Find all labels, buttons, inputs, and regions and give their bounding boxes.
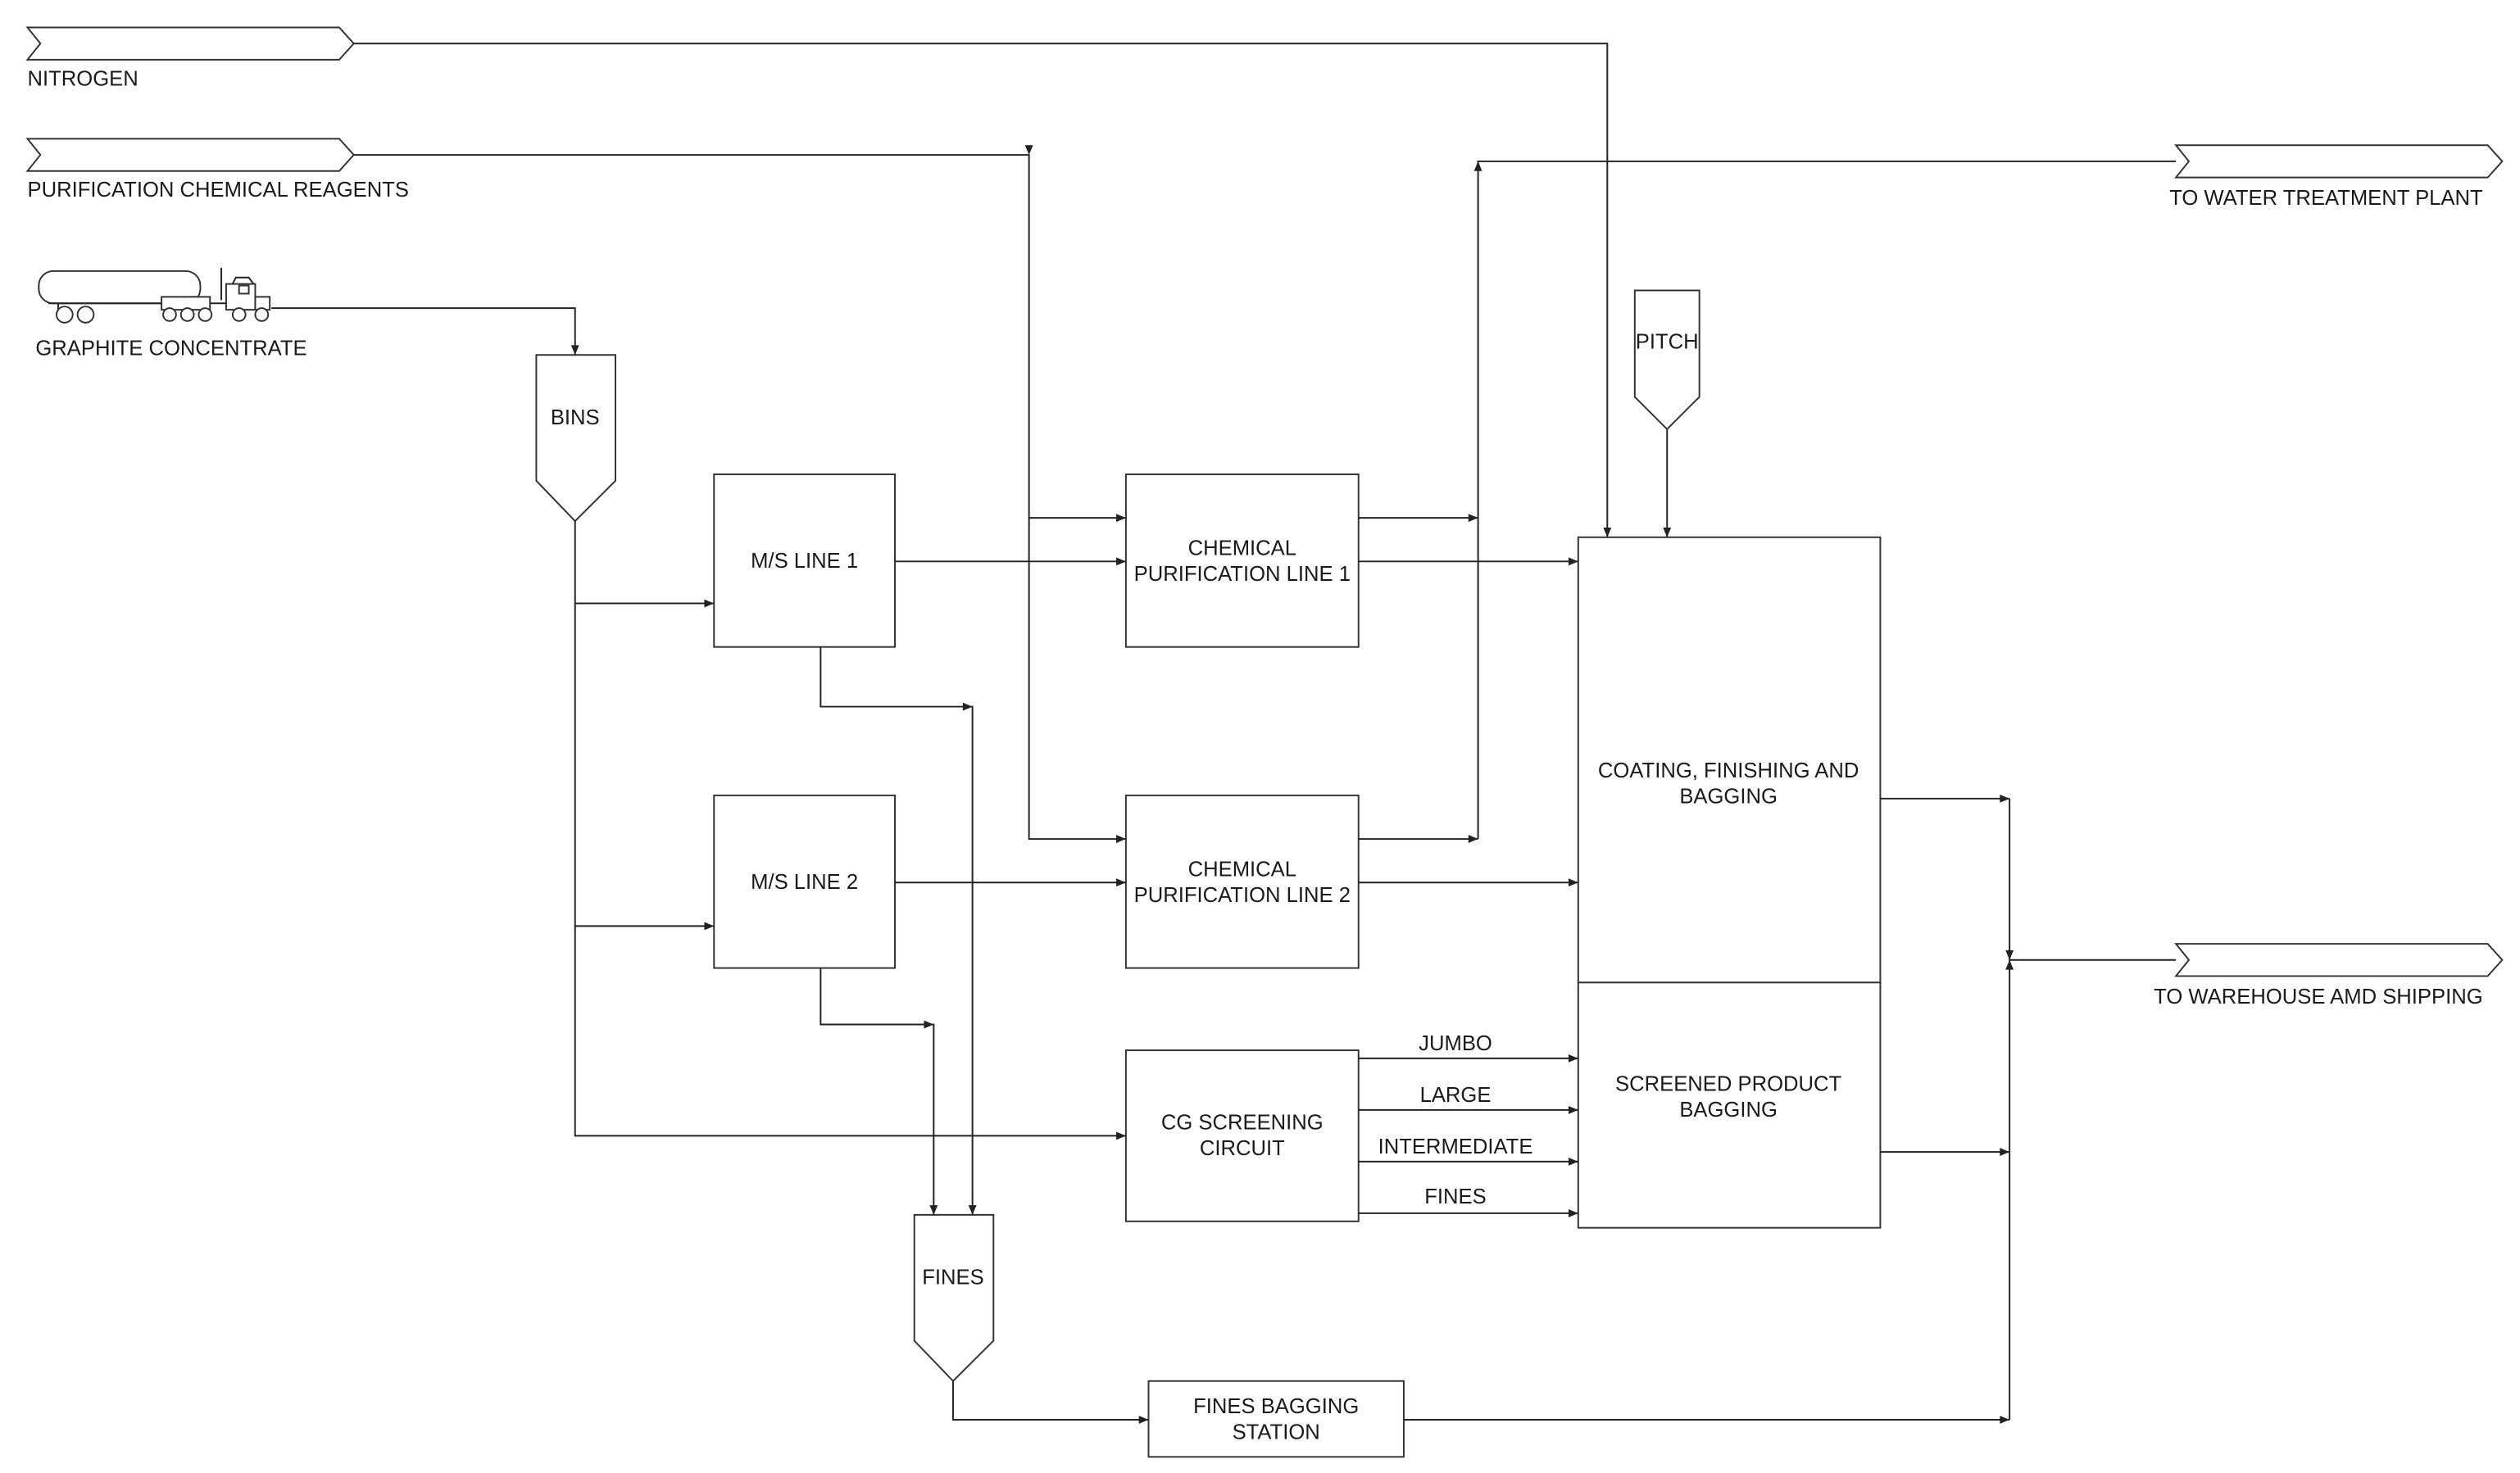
warehouse-label: TO WAREHOUSE AMD SHIPPING	[2154, 986, 2482, 1008]
cg-screening-box: CG SCREENING CIRCUIT	[1124, 1049, 1360, 1222]
ms1-fines-line	[820, 646, 974, 1215]
ms2-fines-line	[820, 968, 935, 1215]
coating-label-b: BAGGING	[1679, 786, 1778, 809]
flow-arrowheads	[570, 145, 2014, 1424]
flow-arrowhead-11	[962, 702, 973, 711]
chem-line-1-label-b: PURIFICATION LINE 1	[1134, 563, 1351, 586]
ms-line-1-label: M/S LINE 1	[751, 550, 858, 573]
stream-warehouse: TO WAREHOUSE AMD SHIPPING	[2154, 943, 2504, 1008]
flow-arrowhead-30	[2005, 950, 2014, 960]
fraction-label-large: LARGE	[1420, 1084, 1492, 1107]
cg-screening-label-b: CIRCUIT	[1200, 1137, 1285, 1160]
coating-label-a: COATING, FINISHING AND	[1598, 759, 1859, 782]
flow-arrowhead-20	[1663, 527, 1672, 537]
ms-line-2-label: M/S LINE 2	[751, 871, 858, 894]
fraction-label-jumbo: JUMBO	[1419, 1032, 1492, 1055]
pitch-label: PITCH	[1636, 330, 1699, 353]
flow-arrowhead-18	[1468, 835, 1478, 843]
fraction-label-intermediate: INTERMEDIATE	[1378, 1135, 1533, 1158]
graphite-label: GRAPHITE CONCENTRATE	[35, 337, 306, 360]
coating-box: COATING, FINISHING AND BAGGING	[1577, 536, 1882, 984]
chem-line-2-label-a: CHEMICAL	[1188, 858, 1296, 881]
chem-line-2-box: CHEMICAL PURIFICATION LINE 2	[1124, 794, 1360, 969]
flow-arrowhead-8	[1116, 557, 1126, 566]
flow-arrowhead-24	[1568, 1209, 1578, 1217]
warehouse-connector	[2174, 943, 2504, 977]
fines-bagging-label-a: FINES BAGGING	[1193, 1395, 1359, 1418]
screened-bagging-label-b: BAGGING	[1679, 1099, 1778, 1122]
ms-line-1-box: M/S LINE 1	[713, 473, 897, 648]
nitrogen-connector	[25, 26, 356, 61]
stream-reagents: PURIFICATION CHEMICAL REAGENTS	[25, 138, 410, 202]
flow-arrowhead-10	[1116, 1131, 1126, 1140]
fines-bagging-box: FINES BAGGING STATION	[1147, 1380, 1405, 1458]
nitrogen-label: NITROGEN	[28, 67, 138, 90]
flow-arrowhead-5	[1116, 835, 1126, 843]
fines-hopper-outlet-line	[951, 1380, 1149, 1421]
flow-arrowhead-6	[704, 599, 715, 608]
flow-arrowhead-26	[2000, 1416, 2010, 1424]
screened-bagging-label-a: SCREENED PRODUCT	[1615, 1072, 1842, 1095]
chem-line-1-label-a: CHEMICAL	[1188, 537, 1296, 560]
flow-arrowhead-25	[1138, 1416, 1149, 1424]
flow-arrowhead-22	[1568, 1105, 1578, 1114]
fines-bagging-label-b: STATION	[1233, 1421, 1320, 1444]
water-treatment-connector	[2174, 144, 2504, 179]
flow-arrowhead-14	[929, 1205, 938, 1215]
fraction-label-fines: FINES	[1424, 1185, 1486, 1208]
flow-arrowhead-12	[924, 1020, 934, 1029]
bins-outlet-line	[574, 521, 1126, 1137]
flow-arrowhead-7	[704, 922, 715, 931]
flow-arrowhead-19	[1473, 161, 1482, 171]
flow-arrowhead-2	[570, 345, 579, 356]
screened-bagging-box: SCREENED PRODUCT BAGGING	[1577, 981, 1882, 1229]
bins-label: BINS	[551, 406, 600, 429]
flow-arrowhead-3	[1024, 145, 1033, 156]
cg-screening-label-a: CG SCREENING	[1161, 1112, 1324, 1135]
chem-line-1-box: CHEMICAL PURIFICATION LINE 1	[1124, 473, 1360, 648]
pitch-hopper: PITCH	[1633, 289, 1700, 431]
bins-hopper: BINS	[535, 354, 616, 523]
reagents-line	[353, 154, 1126, 841]
tanker-truck-icon	[38, 267, 271, 324]
water-treatment-label: TO WATER TREATMENT PLANT	[2169, 187, 2483, 210]
graphite-line	[271, 307, 576, 356]
fines-hopper-label: FINES	[922, 1267, 983, 1289]
nitrogen-line	[353, 43, 1609, 537]
flow-arrowhead-4	[1116, 514, 1126, 523]
chem-line-2-label-b: PURIFICATION LINE 2	[1134, 884, 1351, 907]
reagents-connector	[25, 138, 356, 172]
flow-lines	[271, 43, 2177, 1421]
flow-arrowhead-17	[1468, 514, 1478, 523]
flow-arrowhead-1	[1603, 527, 1612, 537]
stream-water-treatment: TO WATER TREATMENT PLANT	[2169, 144, 2504, 210]
reagents-label: PURIFICATION CHEMICAL REAGENTS	[28, 179, 410, 202]
flow-arrowhead-13	[968, 1205, 977, 1215]
flow-arrowhead-28	[2000, 1148, 2010, 1157]
flow-arrowhead-27	[2000, 794, 2010, 803]
flow-arrowhead-9	[1116, 878, 1126, 887]
flow-arrowhead-16	[1568, 878, 1578, 887]
flow-arrowhead-21	[1568, 1054, 1578, 1063]
flow-arrowhead-23	[1568, 1157, 1578, 1166]
flow-arrowhead-15	[1568, 557, 1578, 566]
fines-hopper: FINES	[913, 1213, 995, 1383]
flow-arrowhead-29	[2005, 959, 2014, 970]
stream-nitrogen: NITROGEN	[25, 26, 356, 90]
ms-line-2-box: M/S LINE 2	[713, 794, 897, 969]
